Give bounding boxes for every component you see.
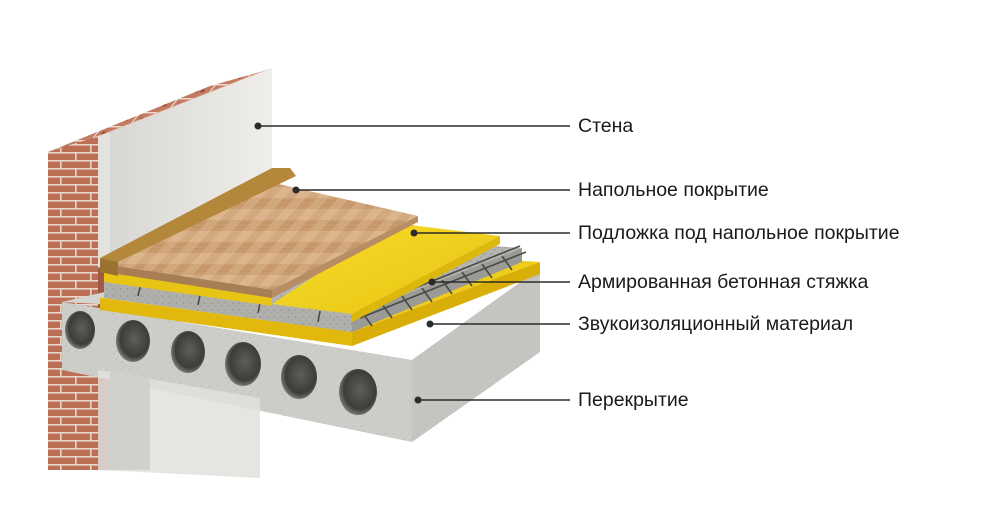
slab-hollow-cores: [65, 311, 377, 415]
label-floor-covering: Напольное покрытие: [578, 179, 769, 201]
label-slab: Перекрытие: [578, 389, 689, 411]
label-screed: Армированная бетонная стяжка: [578, 271, 868, 293]
label-wall: Стена: [578, 115, 633, 137]
leader-lines: [254, 122, 570, 404]
plaster-wall: [98, 68, 272, 268]
label-soundproofing: Звукоизоляционный материал: [578, 313, 853, 335]
underlay-layer: [104, 222, 500, 322]
parquet-floor-covering: [104, 182, 418, 298]
rebar-mesh: [137, 245, 527, 327]
layer-labels: Стена Напольное покрытие Подложка под на…: [578, 115, 900, 411]
edge-damper-strip: [100, 168, 296, 276]
label-underlay: Подложка под напольное покрытие: [578, 222, 900, 244]
